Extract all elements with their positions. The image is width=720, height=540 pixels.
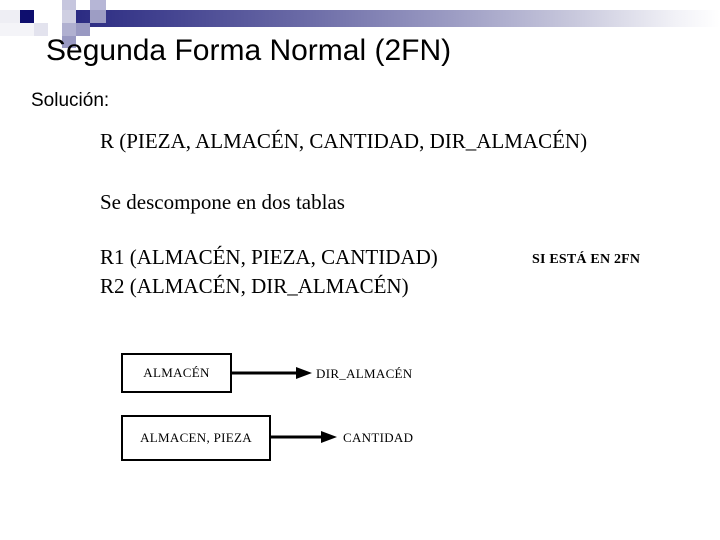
decor-square [0, 23, 34, 36]
decor-square [34, 23, 48, 36]
relation-r1-text: R1 (ALMACÉN, PIEZA, CANTIDAD) [100, 245, 438, 269]
decor-square [0, 10, 20, 23]
arrow-right-icon [271, 431, 337, 443]
dependency-box-determinant-2: ALMACEN, PIEZA [121, 415, 271, 461]
decor-square [48, 10, 62, 23]
decompose-note-text: Se descompone en dos tablas [100, 190, 345, 214]
decor-square [90, 10, 106, 23]
decor-square [62, 0, 76, 10]
decor-square [90, 0, 106, 10]
relation-r-text: R (PIEZA, ALMACÉN, CANTIDAD, DIR_ALMACÉN… [100, 129, 588, 153]
relation-r2-text: R2 (ALMACÉN, DIR_ALMACÉN) [100, 274, 409, 298]
dependency-target-label-2: CANTIDAD [343, 430, 414, 445]
status-badge-in-2fn: SI ESTÁ EN 2FN [532, 252, 641, 267]
dependency-box-determinant-1: ALMACÉN [121, 353, 232, 393]
header-decoration [0, 0, 720, 48]
decor-square-accent [20, 10, 34, 23]
decor-square [76, 0, 90, 10]
decor-square [62, 10, 76, 23]
decor-square [62, 36, 76, 48]
decor-square [48, 23, 62, 36]
arrow-right-icon [232, 367, 312, 379]
decor-square [48, 0, 62, 10]
dependency-box-label: ALMACEN, PIEZA [140, 430, 252, 445]
decor-square [34, 10, 48, 23]
dependency-target-label-1: DIR_ALMACÉN [316, 366, 413, 381]
decor-square [76, 23, 90, 36]
decor-square [62, 23, 76, 36]
dependency-box-label: ALMACÉN [143, 365, 210, 380]
header-gradient-bar [0, 10, 720, 27]
solution-label: Solución: [31, 90, 110, 111]
page-title: Segunda Forma Normal (2FN) [46, 34, 452, 67]
